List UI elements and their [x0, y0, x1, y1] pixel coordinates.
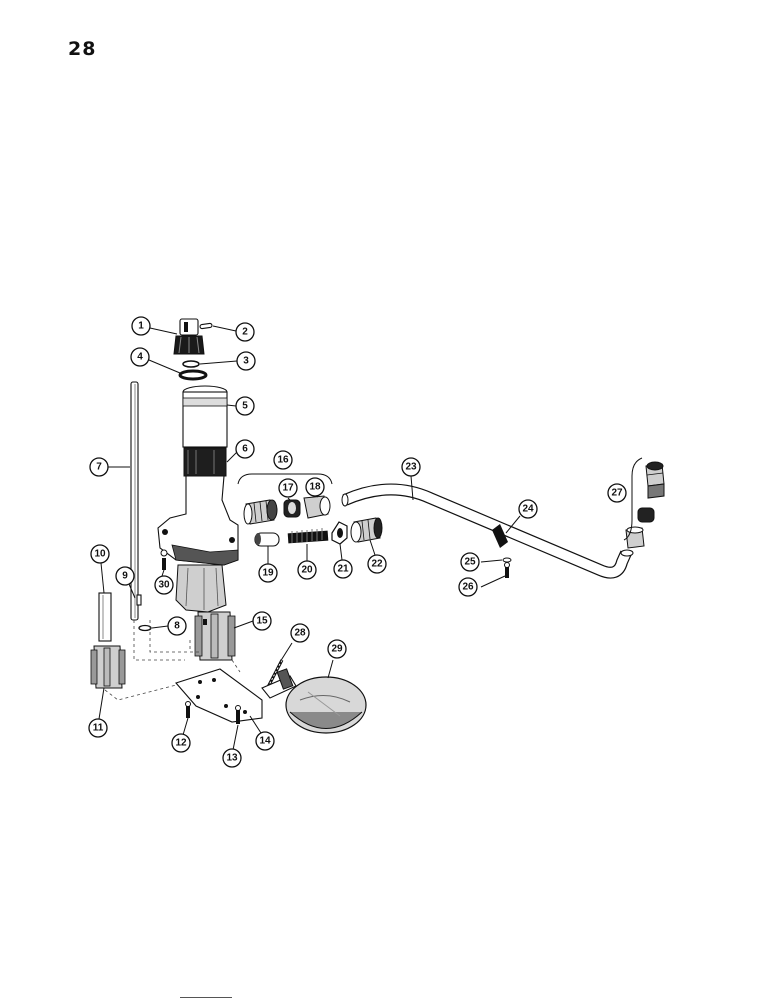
svg-text:27: 27 [611, 488, 623, 499]
callout-20: 20 [297, 560, 317, 580]
spring-pin-28 [266, 659, 284, 688]
svg-text:12: 12 [175, 738, 187, 749]
callout-23: 23 [401, 457, 421, 477]
callout-16: 16 [273, 450, 293, 470]
callout-24: 24 [518, 499, 538, 519]
pump-shaft-housing [157, 385, 239, 613]
bracket-27 [623, 457, 643, 541]
callout-21: 21 [333, 559, 353, 579]
roll-pin [199, 322, 213, 330]
svg-text:6: 6 [242, 444, 248, 455]
callout-29: 29 [327, 639, 347, 659]
valve-fitting-16 [243, 499, 278, 525]
o-ring [178, 369, 208, 381]
svg-text:11: 11 [93, 723, 104, 734]
svg-text:3: 3 [243, 356, 249, 367]
fitting-set-27 [625, 461, 665, 549]
callout-4: 4 [130, 347, 150, 367]
svg-text:22: 22 [371, 559, 383, 570]
callout-3: 3 [236, 351, 256, 371]
svg-text:15: 15 [256, 616, 268, 627]
washer [182, 360, 200, 368]
svg-text:8: 8 [174, 621, 180, 632]
callout-30: 30 [154, 575, 174, 595]
callout-27: 27 [607, 483, 627, 503]
callout-14: 14 [255, 731, 275, 751]
assembly-guides [104, 620, 241, 701]
callout-1: 1 [131, 316, 151, 336]
svg-text:28: 28 [294, 628, 306, 639]
valve-seat-17 [283, 499, 301, 518]
svg-text:17: 17 [282, 483, 294, 494]
callout-9: 9 [115, 566, 135, 586]
svg-text:14: 14 [259, 736, 271, 747]
svg-text:7: 7 [96, 462, 102, 473]
footer-rule [180, 997, 232, 998]
callout-18: 18 [305, 477, 325, 497]
callout-6: 6 [235, 439, 255, 459]
svg-text:20: 20 [301, 565, 313, 576]
leader-lines [98, 325, 521, 751]
page-number: 28 [68, 38, 97, 60]
callout-17: 17 [278, 478, 298, 498]
oil-tube-23 [341, 483, 634, 579]
drive-gear-rotor [194, 611, 236, 661]
callout-15: 15 [252, 611, 272, 631]
svg-text:16: 16 [277, 455, 289, 466]
svg-text:26: 26 [462, 582, 474, 593]
svg-text:19: 19 [262, 568, 274, 579]
callout-25: 25 [460, 552, 480, 572]
callout-8: 8 [167, 616, 187, 636]
callout-11: 11 [88, 718, 108, 738]
svg-text:4: 4 [137, 352, 143, 363]
svg-text:9: 9 [122, 571, 128, 582]
idler-shaft [98, 592, 112, 642]
svg-text:24: 24 [522, 504, 534, 515]
drive-shaft [130, 381, 139, 621]
svg-text:10: 10 [94, 549, 106, 560]
oil-screen [261, 668, 367, 734]
gasket-21 [331, 521, 348, 545]
drive-gear [173, 318, 205, 355]
clip-24 [492, 524, 508, 548]
callout-5: 5 [235, 396, 255, 416]
plug-22 [350, 517, 383, 543]
svg-text:23: 23 [405, 462, 417, 473]
callout-26: 26 [458, 577, 478, 597]
callout-2: 2 [235, 322, 255, 342]
nut-18 [303, 495, 331, 519]
svg-text:1: 1 [138, 321, 144, 332]
callout-28: 28 [290, 623, 310, 643]
bracket-16 [237, 473, 333, 485]
svg-text:21: 21 [337, 564, 349, 575]
screw-26 [504, 562, 510, 578]
callout-7: 7 [89, 457, 109, 477]
svg-text:30: 30 [158, 580, 170, 591]
svg-text:13: 13 [226, 753, 238, 764]
cover-screw-12 [185, 701, 191, 718]
washer-25 [502, 557, 512, 563]
callout-19: 19 [258, 563, 278, 583]
callout-12: 12 [171, 733, 191, 753]
svg-text:5: 5 [242, 401, 248, 412]
spring-20 [287, 528, 329, 544]
svg-text:29: 29 [331, 644, 343, 655]
cover-screw-30 [160, 549, 168, 570]
svg-text:2: 2 [242, 327, 248, 338]
key [136, 594, 142, 606]
cover-screw-13 [235, 705, 241, 724]
callout-10: 10 [90, 544, 110, 564]
retainer-ring [138, 624, 152, 632]
callout-13: 13 [222, 748, 242, 768]
plunger-19 [254, 532, 280, 547]
idler-gear [90, 645, 126, 689]
svg-text:18: 18 [309, 482, 321, 493]
svg-text:25: 25 [464, 557, 476, 568]
callout-22: 22 [367, 554, 387, 574]
